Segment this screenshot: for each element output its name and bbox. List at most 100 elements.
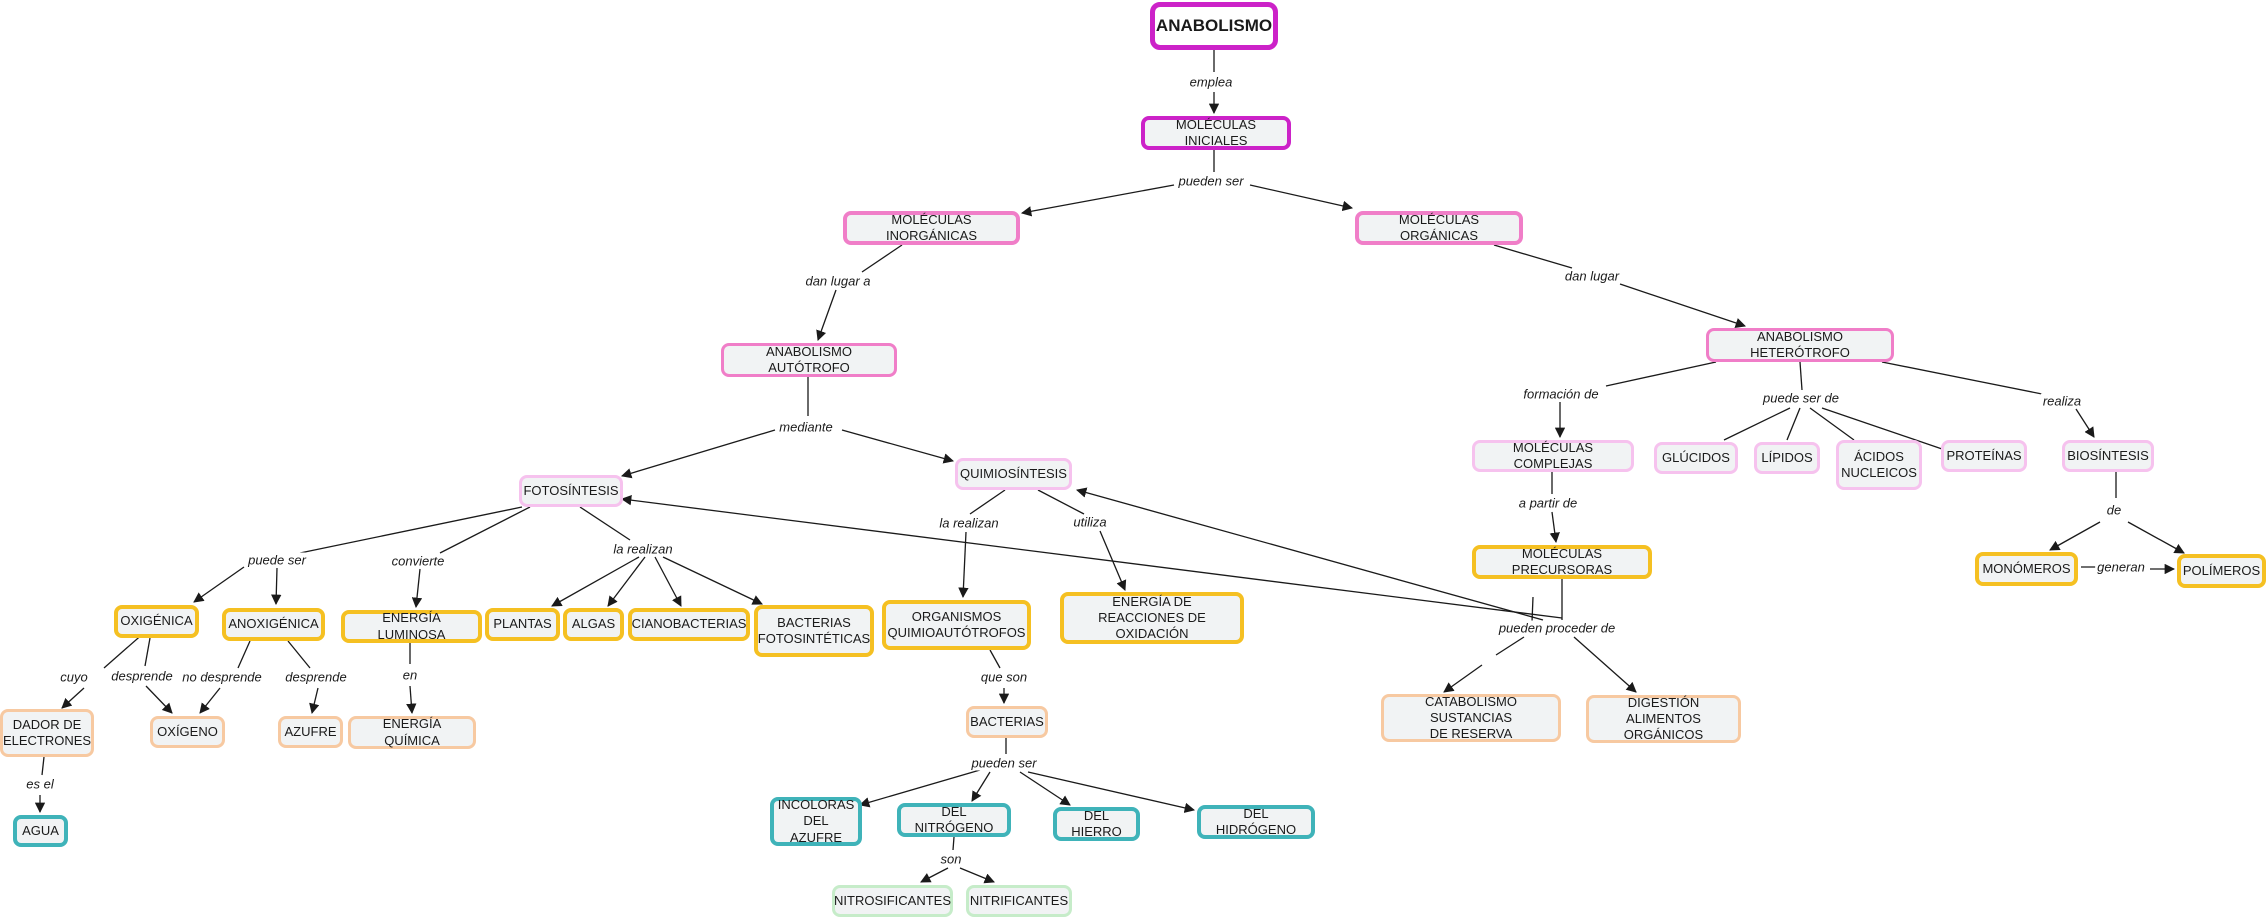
connector-line: [841, 429, 955, 464]
connector-line: [199, 687, 221, 714]
connector-line: [920, 867, 949, 883]
node-anabolismo[interactable]: ANABOLISMO: [1150, 2, 1278, 50]
link-label-desprende-2: desprende: [283, 669, 349, 685]
node-fotosintesis[interactable]: FOTOSÍNTESIS: [519, 475, 623, 507]
connector-line: [1549, 511, 1560, 544]
node-anabolismo-autotrofo[interactable]: ANABOLISMO AUTÓTROFO: [721, 343, 897, 377]
link-label-no-desprende: no desprende: [180, 669, 264, 685]
node-bacterias[interactable]: BACTERIAS: [966, 706, 1048, 738]
connector-line: [299, 506, 523, 554]
link-label-la-realizan-2: la realizan: [937, 515, 1001, 531]
link-label-de: de: [2104, 502, 2124, 518]
connector-line: [662, 556, 763, 605]
node-del-hidrogeno[interactable]: DEL HIDRÓGENO: [1197, 805, 1315, 839]
node-bacterias-fotosinteticas[interactable]: BACTERIAS FOTOSINTÉTICAS: [754, 605, 874, 657]
node-oxigenica[interactable]: OXIGÉNICA: [114, 605, 199, 638]
node-plantas[interactable]: PLANTAS: [485, 608, 560, 641]
node-polimeros[interactable]: POLÍMEROS: [2177, 554, 2266, 588]
node-algas[interactable]: ALGAS: [563, 608, 624, 641]
node-biosintesis[interactable]: BIOSÍNTESIS: [2062, 440, 2154, 472]
link-label-utiliza: utiliza: [1071, 514, 1109, 530]
node-acidos-nucleicos[interactable]: ÁCIDOS NUCLEICOS: [1836, 440, 1922, 490]
connector-line: [551, 556, 640, 607]
connector-line: [1619, 283, 1746, 328]
connector-line: [989, 649, 1001, 669]
connector-line: [1019, 771, 1071, 806]
node-dador-electrones[interactable]: DADOR DE ELECTRONES: [0, 709, 94, 757]
link-label-cuyo: cuyo: [58, 669, 90, 685]
node-oxigeno[interactable]: OXÍGENO: [150, 716, 225, 748]
node-cianobacterias[interactable]: CIANOBACTERIAS: [628, 608, 750, 641]
link-label-pueden-ser-1: pueden ser: [1176, 173, 1246, 189]
connector-line: [579, 506, 631, 541]
connector-line: [2075, 408, 2095, 438]
node-del-hierro[interactable]: DEL HIERRO: [1053, 807, 1140, 841]
connector-line: [61, 687, 85, 709]
node-proteinas[interactable]: PROTEÍNAS: [1941, 440, 2027, 472]
connector-line: [654, 556, 682, 607]
link-label-pueden-proceder-de: pueden proceder de: [1496, 620, 1618, 636]
connector-line: [309, 687, 320, 715]
node-nitrosificantes[interactable]: NITROSIFICANTES: [832, 885, 953, 917]
connector-line: [952, 836, 955, 851]
node-catabolismo[interactable]: CATABOLISMO SUSTANCIAS DE RESERVA: [1381, 694, 1561, 742]
node-monomeros[interactable]: MONÓMEROS: [1975, 552, 2078, 586]
connector-line: [271, 567, 282, 606]
link-label-pueden-ser-2: pueden ser: [969, 755, 1039, 771]
connector-line: [1493, 244, 1573, 269]
connector-line: [1099, 530, 1127, 591]
node-del-nitrogeno[interactable]: DEL NITRÓGENO: [897, 803, 1011, 837]
link-label-la-realizan-1: la realizan: [611, 541, 675, 557]
link-label-que-son: que son: [978, 669, 1030, 685]
node-energia-luminosa[interactable]: ENERGÍA LUMINOSA: [341, 610, 482, 643]
node-moleculas-complejas[interactable]: MOLÉCULAS COMPLEJAS: [1472, 440, 1634, 472]
connector-line: [971, 771, 991, 802]
node-moleculas-organicas[interactable]: MOLÉCULAS ORGÁNICAS: [1355, 211, 1523, 245]
connector-line: [1881, 361, 2043, 395]
connector-line: [1786, 407, 1801, 441]
link-label-formacion-de: formación de: [1521, 386, 1601, 402]
link-label-dan-lugar-a: dan lugar a: [803, 273, 873, 289]
node-digestion[interactable]: DIGESTIÓN ALIMENTOS ORGÁNICOS: [1586, 695, 1741, 743]
connector-line: [144, 637, 151, 667]
link-label-puede-ser-de: puede ser de: [1761, 390, 1841, 406]
node-anoxigenica[interactable]: ANOXIGÉNICA: [222, 608, 325, 641]
link-label-mediante: mediante: [777, 419, 835, 435]
connector-line: [861, 244, 903, 273]
link-label-puede-ser: puede ser: [246, 552, 308, 568]
node-quimiosintesis[interactable]: QUIMIOSÍNTESIS: [955, 458, 1072, 490]
link-label-son: son: [938, 851, 964, 867]
node-moleculas-precursoras[interactable]: MOLÉCULAS PRECURSORAS: [1472, 545, 1652, 579]
connector-line: [2127, 521, 2185, 554]
link-label-emplea: emplea: [1187, 74, 1235, 90]
link-label-es-el: es el: [24, 776, 56, 792]
node-anabolismo-heterotrofo[interactable]: ANABOLISMO HETERÓTROFO: [1706, 328, 1894, 362]
node-moleculas-inorganicas[interactable]: MOLÉCULAS INORGÁNICAS: [843, 211, 1020, 245]
connector-line: [958, 531, 969, 599]
link-label-dan-lugar: dan lugar: [1562, 268, 1622, 284]
node-nitrificantes[interactable]: NITRIFICANTES: [966, 885, 1072, 917]
node-moleculas-iniciales[interactable]: MOLÉCULAS INICIALES: [1141, 116, 1291, 150]
node-energia-oxidacion[interactable]: ENERGÍA DE REACCIONES DE OXIDACIÓN: [1060, 592, 1244, 644]
connector-line: [411, 568, 423, 609]
connector-line: [1821, 407, 1946, 451]
node-glucidos[interactable]: GLÚCIDOS: [1654, 442, 1738, 474]
node-azufre[interactable]: AZUFRE: [278, 716, 343, 748]
connector-line: [1605, 361, 1717, 387]
node-incoloras-azufre[interactable]: INCOLORAS DEL AZUFRE: [770, 797, 862, 846]
node-organismos-quimioautotrofos[interactable]: ORGANISMOS QUIMIOAUTÓTROFOS: [882, 600, 1031, 650]
link-label-generan: generan: [2095, 559, 2147, 575]
connector-line: [859, 769, 981, 808]
node-agua[interactable]: AGUA: [13, 815, 68, 847]
connector-line: [1075, 487, 1544, 621]
connector-line: [969, 489, 1006, 515]
connector-line: [193, 566, 245, 603]
node-energia-quimica[interactable]: ENERGÍA QUÍMICA: [348, 716, 476, 749]
link-label-desprende-1: desprende: [109, 668, 175, 684]
connector-line: [1723, 407, 1791, 441]
connector-line: [2049, 521, 2101, 551]
connector-line: [1809, 407, 1855, 441]
node-lipidos[interactable]: LÍPIDOS: [1754, 442, 1820, 474]
